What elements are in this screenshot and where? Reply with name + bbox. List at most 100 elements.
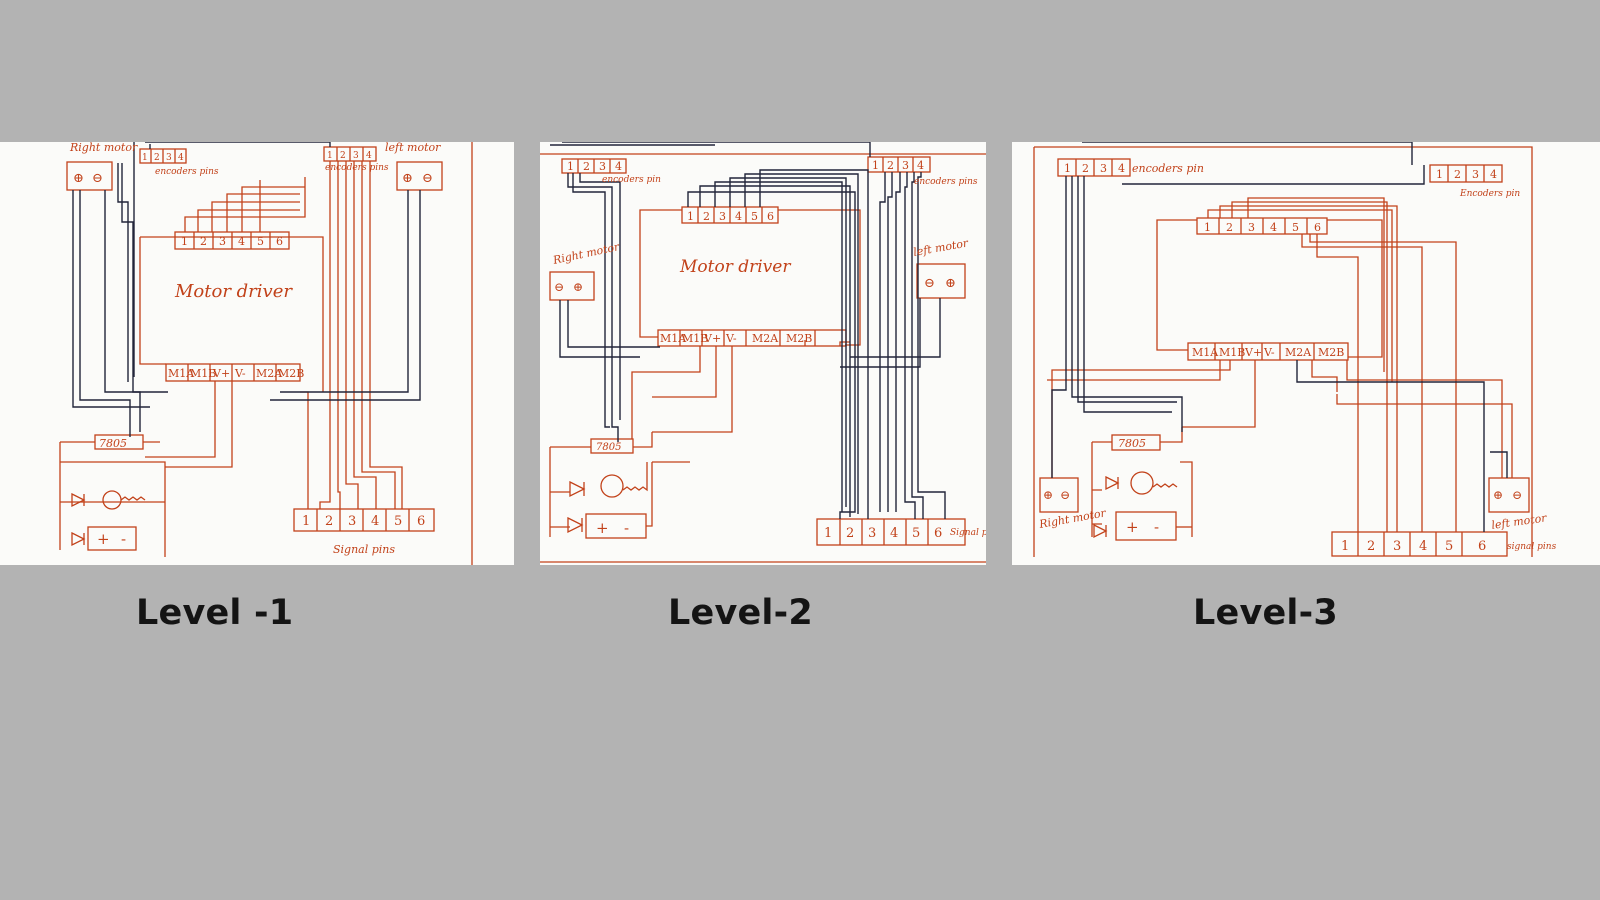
regulator-7805 bbox=[590, 438, 634, 454]
caption-level-1: Level -1 bbox=[136, 593, 294, 633]
driver-top-pin-4: 4 bbox=[1270, 221, 1277, 234]
signal-pin-6: 6 bbox=[934, 526, 942, 541]
encoder-pins-label-right: encoders pins bbox=[325, 163, 389, 173]
driver-top-pin-3: 3 bbox=[719, 210, 726, 223]
driver-pin-vminus: V- bbox=[234, 367, 246, 380]
left-motor-terminal-plus: ⊕ bbox=[945, 276, 956, 291]
encoder-right-pin-2: 2 bbox=[1454, 168, 1461, 181]
circuit-panel-level-3: Right motor left motor encoders pin Enco… bbox=[1012, 142, 1600, 565]
encoder-left-pin-2: 2 bbox=[1082, 162, 1089, 175]
driver-top-pin-3: 3 bbox=[219, 235, 226, 248]
encoder-right-pin-1: 1 bbox=[327, 151, 333, 161]
encoder-left-pin-4: 4 bbox=[615, 160, 622, 173]
driver-top-pin-1: 1 bbox=[1204, 221, 1211, 234]
diode-1 bbox=[1105, 475, 1120, 491]
left-motor-label: left motor bbox=[385, 142, 441, 154]
encoder-right-pin-1: 1 bbox=[1436, 168, 1443, 181]
circuit-drawing-level-1: Right motor left motor encoders pins enc… bbox=[59, 142, 473, 565]
diode-2 bbox=[567, 516, 584, 534]
signal-pin-3: 3 bbox=[868, 526, 876, 541]
signal-pin-6: 6 bbox=[417, 514, 425, 529]
motor-driver-label: Motor driver bbox=[679, 257, 791, 277]
driver-pin-vplus: V+ bbox=[703, 332, 721, 345]
driver-top-pin-1: 1 bbox=[687, 210, 694, 223]
encoder-pins-label-right: Encoders pin bbox=[1459, 189, 1520, 199]
signal-pin-1: 1 bbox=[824, 526, 832, 541]
signal-pin-5: 5 bbox=[912, 526, 920, 541]
left-motor-label: left motor bbox=[912, 236, 970, 259]
motor-driver-label: Motor driver bbox=[174, 281, 293, 302]
driver-top-pin-6: 6 bbox=[276, 235, 283, 248]
driver-pin-vplus: V+ bbox=[1244, 346, 1262, 359]
left-motor-terminal-minus: ⊖ bbox=[1512, 488, 1522, 502]
battery-box bbox=[1115, 511, 1177, 541]
battery-plus: + bbox=[97, 530, 110, 548]
encoder-right-pin-4: 4 bbox=[366, 151, 372, 161]
left-motor-terminal-plus: ⊕ bbox=[402, 171, 413, 186]
encoder-left-pin-1: 1 bbox=[567, 160, 574, 173]
driver-pin-vminus: V- bbox=[725, 332, 737, 345]
encoder-left-pin-1: 1 bbox=[1064, 162, 1071, 175]
driver-pin-m1b: M1B bbox=[190, 367, 216, 380]
regulator-label: 7805 bbox=[1118, 437, 1146, 450]
driver-pin-m2a: M2A bbox=[752, 332, 779, 345]
encoder-right-pin-3: 3 bbox=[353, 151, 359, 161]
lamp bbox=[600, 474, 624, 498]
driver-pin-m2b: M2B bbox=[1318, 346, 1344, 359]
signal-pins-box bbox=[816, 518, 966, 546]
left-motor-terminal-minus: ⊖ bbox=[924, 276, 935, 291]
encoder-left-pin-3: 3 bbox=[166, 153, 172, 163]
left-motor-label: left motor bbox=[1491, 511, 1548, 532]
battery-minus: - bbox=[121, 530, 126, 548]
driver-pin-vplus: V+ bbox=[212, 367, 230, 380]
driver-top-pin-2: 2 bbox=[703, 210, 710, 223]
encoder-right-pin-4: 4 bbox=[1490, 168, 1497, 181]
driver-pin-m1a: M1A bbox=[168, 367, 195, 380]
encoder-pins-right-box bbox=[867, 156, 931, 173]
encoder-left-pin-4: 4 bbox=[1118, 162, 1125, 175]
driver-pin-m2a: M2A bbox=[256, 367, 283, 380]
left-motor-terminal-minus: ⊖ bbox=[422, 171, 433, 186]
caption-level-2: Level-2 bbox=[668, 593, 813, 633]
signal-pin-3: 3 bbox=[348, 514, 356, 529]
circuit-panel-level-1: Right motor left motor encoders pins enc… bbox=[0, 142, 514, 565]
right-motor-terminal-minus: ⊖ bbox=[554, 280, 564, 294]
encoder-right-pin-1: 1 bbox=[872, 159, 879, 172]
driver-outline bbox=[140, 236, 324, 392]
driver-pin-m1a: M1A bbox=[660, 332, 687, 345]
signal-pin-4: 4 bbox=[371, 514, 379, 529]
encoder-pins-label-right: encoders pins bbox=[914, 177, 978, 187]
driver-top-pin-1: 1 bbox=[181, 235, 188, 248]
diode-2 bbox=[1093, 523, 1108, 539]
signal-pins-box bbox=[293, 508, 435, 532]
driver-pin-m1b: M1B bbox=[1219, 346, 1245, 359]
lamp bbox=[102, 490, 122, 510]
signal-pin-1: 1 bbox=[1341, 539, 1349, 554]
signal-pin-4: 4 bbox=[1419, 539, 1427, 554]
signal-pins-box bbox=[1331, 531, 1508, 557]
encoder-right-pin-4: 4 bbox=[917, 159, 924, 172]
diode-2 bbox=[71, 531, 86, 547]
circuit-drawing-level-2: Right motor left motor encoders pin enco… bbox=[540, 142, 986, 563]
driver-pin-vminus: V- bbox=[1263, 346, 1275, 359]
diode-1 bbox=[569, 480, 586, 498]
signal-pin-3: 3 bbox=[1393, 539, 1401, 554]
driver-top-pin-6: 6 bbox=[767, 210, 774, 223]
encoder-left-pin-4: 4 bbox=[178, 153, 184, 163]
driver-top-pin-4: 4 bbox=[735, 210, 742, 223]
signal-pin-4: 4 bbox=[890, 526, 898, 541]
driver-top-pin-3: 3 bbox=[1248, 221, 1255, 234]
driver-pin-m2a: M2A bbox=[1285, 346, 1312, 359]
driver-top-pin-6: 6 bbox=[1314, 221, 1321, 234]
regulator-label: 7805 bbox=[99, 437, 127, 450]
driver-top-pin-2: 2 bbox=[1226, 221, 1233, 234]
right-motor-terminal-plus: ⊕ bbox=[1043, 488, 1053, 502]
circuit-panel-level-2: Right motor left motor encoders pin enco… bbox=[540, 142, 986, 565]
driver-top-pins bbox=[1196, 217, 1328, 235]
battery-minus: - bbox=[1154, 518, 1159, 536]
right-motor-terminal-minus: ⊖ bbox=[1060, 488, 1070, 502]
right-motor-box bbox=[66, 161, 113, 191]
driver-outline bbox=[1156, 219, 1383, 358]
right-motor-terminal-plus: ⊕ bbox=[73, 171, 84, 186]
driver-outline bbox=[639, 209, 861, 346]
